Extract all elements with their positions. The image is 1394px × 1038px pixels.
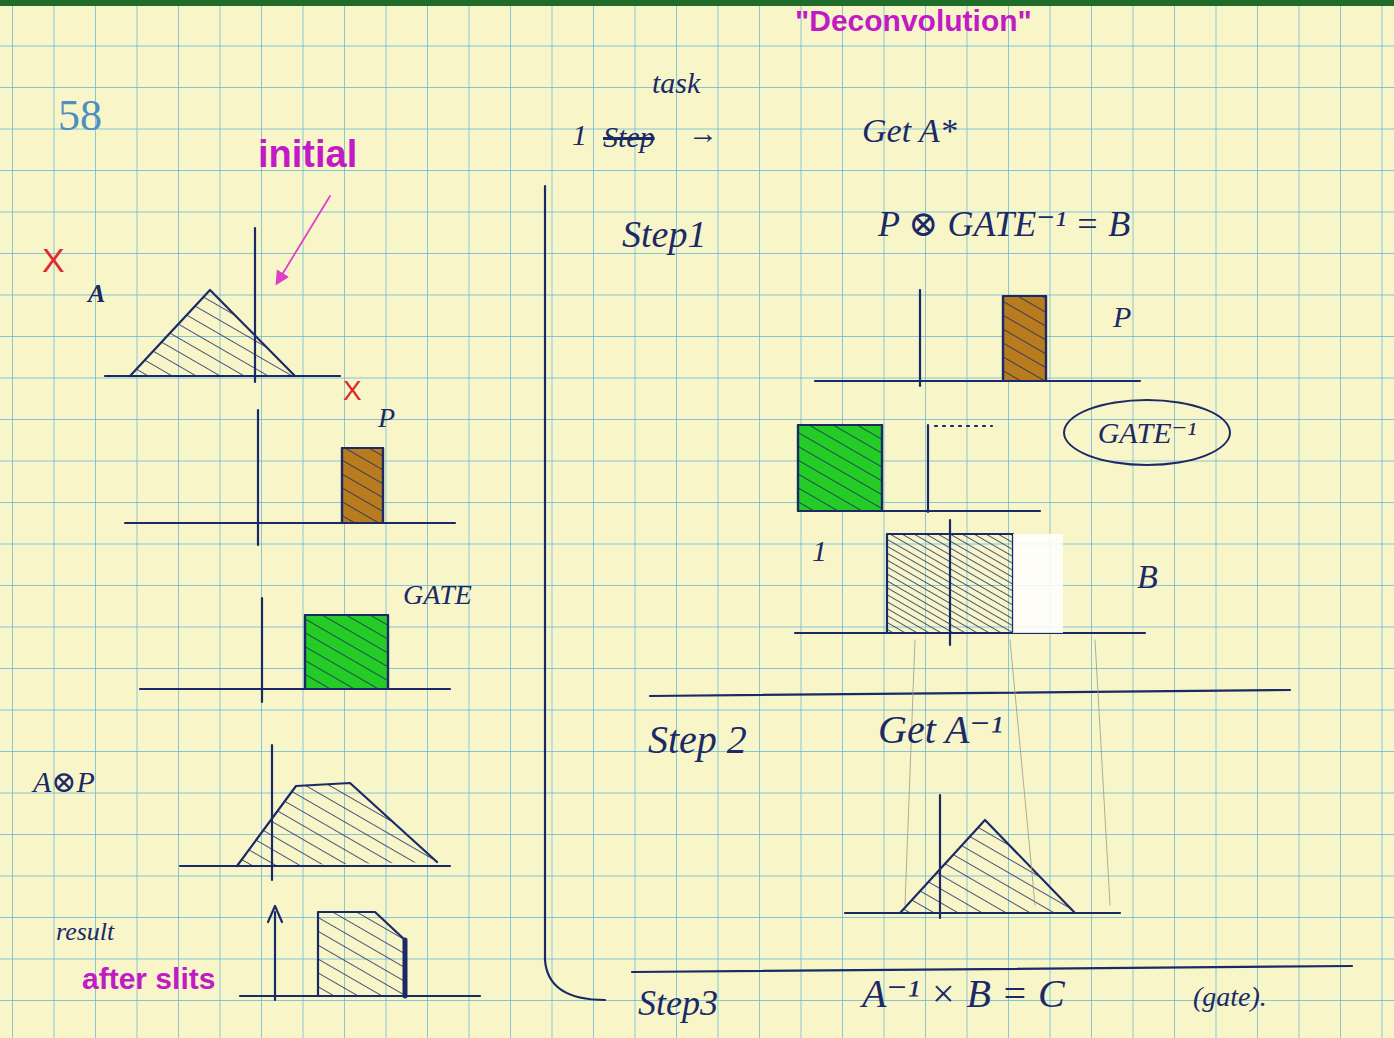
- divider-line: [545, 186, 605, 1000]
- function-label: A⊗P: [33, 765, 95, 798]
- distribution-p-right: [815, 290, 1140, 386]
- circled-note: GATE⁻¹: [1063, 399, 1231, 466]
- step-label: Step 2: [648, 718, 747, 762]
- step-label: Step3: [638, 984, 718, 1024]
- gate-function: [140, 598, 450, 702]
- page-number: 58: [58, 92, 102, 140]
- distribution-a-inverse: [845, 640, 1120, 918]
- separator-line: [650, 690, 1290, 696]
- distribution-b: [795, 520, 1145, 645]
- top-band: [0, 0, 1394, 6]
- convolution-result: [180, 745, 450, 880]
- inverse-gate: [798, 425, 1040, 512]
- function-label: GATE: [403, 580, 472, 611]
- gated-result: [240, 906, 480, 1000]
- leader-arrow: [277, 196, 330, 283]
- axis-value: 1: [812, 534, 827, 567]
- note: task: [652, 66, 700, 99]
- annotation: initial: [258, 134, 357, 176]
- function-label: P: [1113, 300, 1131, 333]
- node-text: GATE⁻¹: [1098, 415, 1197, 450]
- step-label: Step1: [622, 214, 706, 256]
- equation: Get A⁻¹: [878, 708, 1003, 752]
- note: (gate).: [1193, 982, 1267, 1013]
- mark: X: [343, 376, 362, 407]
- note: Step: [603, 120, 655, 153]
- step-number: 1: [572, 118, 587, 151]
- note: Get A*: [862, 112, 957, 149]
- page-title: "Deconvolution": [795, 4, 1032, 37]
- mark: X: [42, 242, 65, 279]
- note: →: [688, 116, 718, 149]
- function-label: P: [378, 403, 395, 434]
- distribution-a: [105, 228, 340, 382]
- distribution-p: [125, 410, 455, 545]
- annotation: after slits: [82, 962, 215, 995]
- function-label: A: [88, 280, 105, 309]
- equation: A⁻¹ × B = C: [862, 972, 1065, 1016]
- function-label: B: [1137, 558, 1158, 595]
- function-label: result: [56, 918, 114, 947]
- equation: P ⊗ GATE⁻¹ = B: [878, 205, 1130, 245]
